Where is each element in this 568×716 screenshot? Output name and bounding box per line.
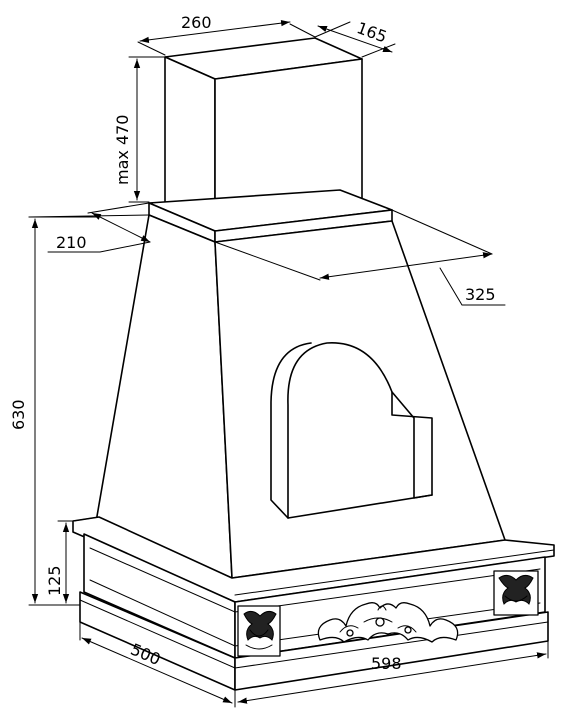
dim-height-total: 630 [9, 399, 28, 430]
chimney-box [164, 37, 363, 223]
ornament-center-scroll [317, 602, 459, 643]
dim-height-base: 125 [45, 565, 64, 596]
hood-body [95, 214, 506, 579]
hood-left-face [95, 214, 233, 579]
ornament-left-corbel [237, 605, 281, 657]
dim-depth-mid: 210 [56, 233, 87, 252]
ornament-right-corbel [493, 570, 539, 616]
chimney-left-face [164, 56, 216, 223]
hood-front-face [214, 220, 506, 579]
dimensions: 260 165 max 470 210 325 630 125 500 [9, 13, 549, 708]
arch-inner-depth [270, 342, 433, 519]
dim-width-mid: 325 [465, 285, 496, 304]
dim-depth-top: 165 [354, 18, 389, 46]
dim-height-chimney: max 470 [113, 115, 132, 185]
dim-width-base: 598 [371, 654, 402, 673]
dim-width-top: 260 [181, 13, 212, 32]
